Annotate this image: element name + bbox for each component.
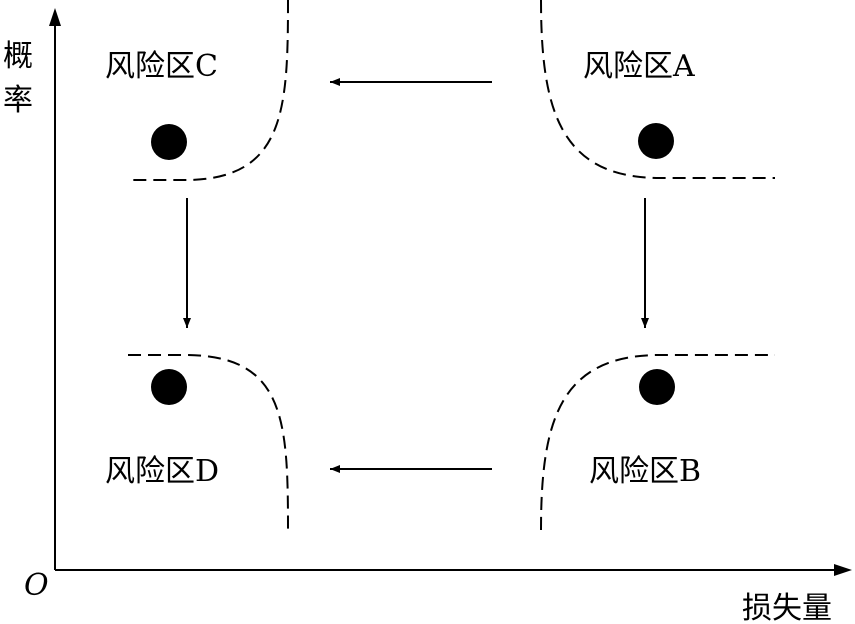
boundary-curve-d (128, 354, 289, 531)
zone-d-dot (151, 369, 187, 405)
zone-b-dot (639, 369, 675, 405)
y-axis-label-char-1: 概 (3, 39, 33, 74)
boundary-curve-c (128, 0, 289, 181)
zone-a-label: 风险区A (583, 49, 695, 84)
y-axis-label-char-2: 率 (3, 83, 33, 118)
origin-label: O (24, 568, 49, 603)
boundary-curve-b (540, 354, 775, 531)
zone-a-dot (638, 123, 674, 159)
zone-d-label: 风险区D (105, 454, 219, 489)
y-axis-arrowhead (49, 8, 61, 26)
zone-b-label: 风险区B (589, 454, 701, 489)
zone-c-label: 风险区C (105, 49, 218, 84)
zone-c-dot (151, 124, 187, 160)
x-axis-label: 损失量 (742, 591, 832, 624)
boundary-curve-a (540, 0, 775, 179)
x-axis-arrowhead (834, 564, 852, 576)
